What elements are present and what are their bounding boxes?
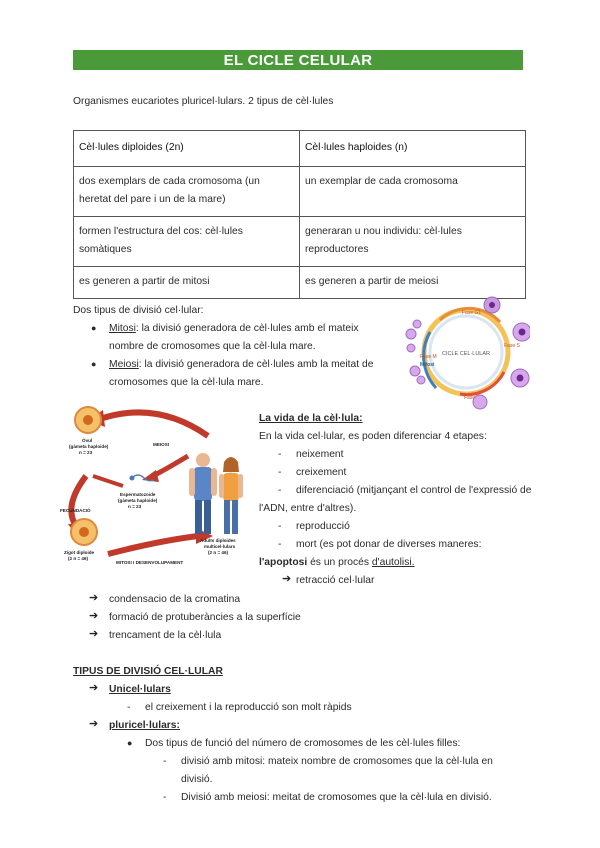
ovul-n-label: n = 23: [79, 450, 93, 455]
arrow-right-icon: ➔: [282, 573, 292, 585]
division-heading: Dos tipus de divisió cel·lular:: [73, 305, 204, 316]
meiosi-figure-label: MEIOSI: [153, 442, 169, 447]
unicel-item: Unicel·lulars: [109, 684, 171, 695]
header-diploid: Cèl·lules diploides (2n): [73, 130, 300, 167]
pluricel-item: pluricel·lulars:: [109, 720, 180, 731]
table-header-row: Cèl·lules diploides (2n) Cèl·lules haplo…: [73, 130, 526, 167]
page-title: EL CICLE CELULAR: [73, 50, 523, 70]
mitosi-type: divisió amb mitosi: mateix nombre de cro…: [181, 756, 493, 767]
header-haploid: Cèl·lules haploides (n): [299, 130, 526, 167]
stage-item: creixement: [296, 467, 347, 478]
cell-types-table: Cèl·lules diploides (2n) Cèl·lules haplo…: [73, 130, 526, 299]
dash: -: [163, 756, 167, 767]
woman-figure: [219, 457, 243, 534]
dash: -: [278, 449, 282, 460]
man-figure: [189, 453, 217, 534]
unicel-detail: el creixement i la reproducció son molt …: [145, 702, 352, 713]
effect-item: condensacio de la cromatina: [109, 594, 241, 605]
table-row: es generen a partir de mitosi es generen…: [73, 266, 526, 299]
pluricel-intro: Dos tipus de funció del número de cromos…: [145, 738, 461, 749]
stage-item: neixement: [296, 449, 344, 460]
stage-item-cont: l'ADN, entre d'altres).: [259, 503, 357, 514]
mitosi-definition: Mitosi: la divisió generadora de cèl·lul…: [109, 323, 359, 334]
bullet-icon: ●: [91, 359, 97, 369]
mitosi-type-cont: divisió.: [181, 774, 213, 785]
arrow-right-icon: ➔: [89, 610, 99, 622]
stage-item: diferenciació (mitjançant el control de …: [296, 485, 532, 496]
dash: -: [278, 467, 282, 478]
fase-g1-label: Fase G1: [462, 310, 481, 316]
adults-n-label: (2 n = 46): [208, 550, 229, 555]
dash: -: [278, 521, 282, 532]
dash: -: [278, 539, 282, 550]
types-heading: TIPUS DE DIVISIÓ CEL·LULAR: [73, 666, 223, 677]
esperm-sub-label: (gàmeta haploide): [118, 498, 158, 503]
adults-sub-label: multicel·lulars: [204, 544, 236, 549]
stage-item: mort (es pot donar de diverses maneres:: [296, 539, 482, 550]
arrow-right-icon: ➔: [89, 718, 99, 730]
meiosi-type: Divisió amb meiosi: meitat de cromosomes…: [181, 792, 492, 803]
apoptosi-line: l'apoptosi és un procés d'autolisi.: [259, 557, 415, 568]
human-life-cycle-figure: Òvul (gàmeta haploide) n = 23 MEIOSI Esp…: [60, 406, 243, 565]
fecundacio-label: FECUNDACIÓ: [60, 506, 91, 513]
intro-text: Organismes eucariotes pluricel·lulars. 2…: [73, 96, 334, 107]
ovul-sub-label: (gàmeta haploide): [69, 444, 109, 449]
dash: -: [278, 485, 282, 496]
meiosi-definition: Meiosi: la divisió generadora de cèl·lul…: [109, 359, 374, 370]
zigot-n-label: (2 n = 46): [68, 556, 89, 561]
mitosi-dev-label: MITOSI I DESENVOLUPAMENT: [116, 560, 183, 565]
esperm-label: Espermatozoide: [120, 492, 156, 497]
bullet-icon: ●: [91, 323, 97, 333]
effect-item: trencament de la cèl·lula: [109, 630, 222, 641]
arrow-right-icon: ➔: [89, 628, 99, 640]
cycle-center-label: CICLE CEL·LULAR: [442, 351, 490, 357]
dash: -: [163, 792, 167, 803]
dash: -: [127, 702, 131, 713]
bullet-icon: ●: [127, 738, 133, 748]
esperm-n-label: n = 23: [128, 504, 142, 509]
table-cell: un exemplar de cada cromosoma: [299, 166, 526, 217]
table-cell: generaran u nou individu: cèl·lules repr…: [299, 216, 526, 267]
life-heading: La vida de la cèl·lula:: [259, 413, 363, 424]
retraccio-item: retracció cel·lular: [296, 575, 375, 586]
ovul-label: Òvul: [82, 436, 92, 443]
adults-label: Adults diploides: [200, 538, 236, 543]
effect-item: formació de protuberàncies a la superfíc…: [109, 612, 301, 623]
table-row: formen l'estructura del cos: cèl·lules s…: [73, 216, 526, 267]
cell-cycle-figure: CICLE CEL·LULAR Fase G1 Fase S Fase G2 F…: [405, 296, 530, 410]
table-cell: es generen a partir de meiosi: [299, 266, 526, 299]
fase-m-label: Fase M: [420, 354, 437, 360]
mitosi-label: Mitosi: [420, 362, 435, 368]
table-cell: dos exemplars de cada cromosoma (un here…: [73, 166, 300, 217]
stage-item: reproducció: [296, 521, 350, 532]
mitosi-definition-cont: nombre de cromosomes que la cèl·lula mar…: [109, 341, 316, 352]
zigot-label: Zigot diploide: [64, 550, 95, 555]
life-intro: En la vida cel·lular, es poden diferenci…: [259, 431, 487, 442]
table-row: dos exemplars de cada cromosoma (un here…: [73, 166, 526, 217]
table-cell: es generen a partir de mitosi: [73, 266, 300, 299]
arrow-right-icon: ➔: [89, 682, 99, 694]
fase-s-label: Fase S: [504, 343, 521, 349]
arrow-right-icon: ➔: [89, 592, 99, 604]
table-cell: formen l'estructura del cos: cèl·lules s…: [73, 216, 300, 267]
meiosi-definition-cont: cromosomes que la cèl·lula mare.: [109, 377, 264, 388]
